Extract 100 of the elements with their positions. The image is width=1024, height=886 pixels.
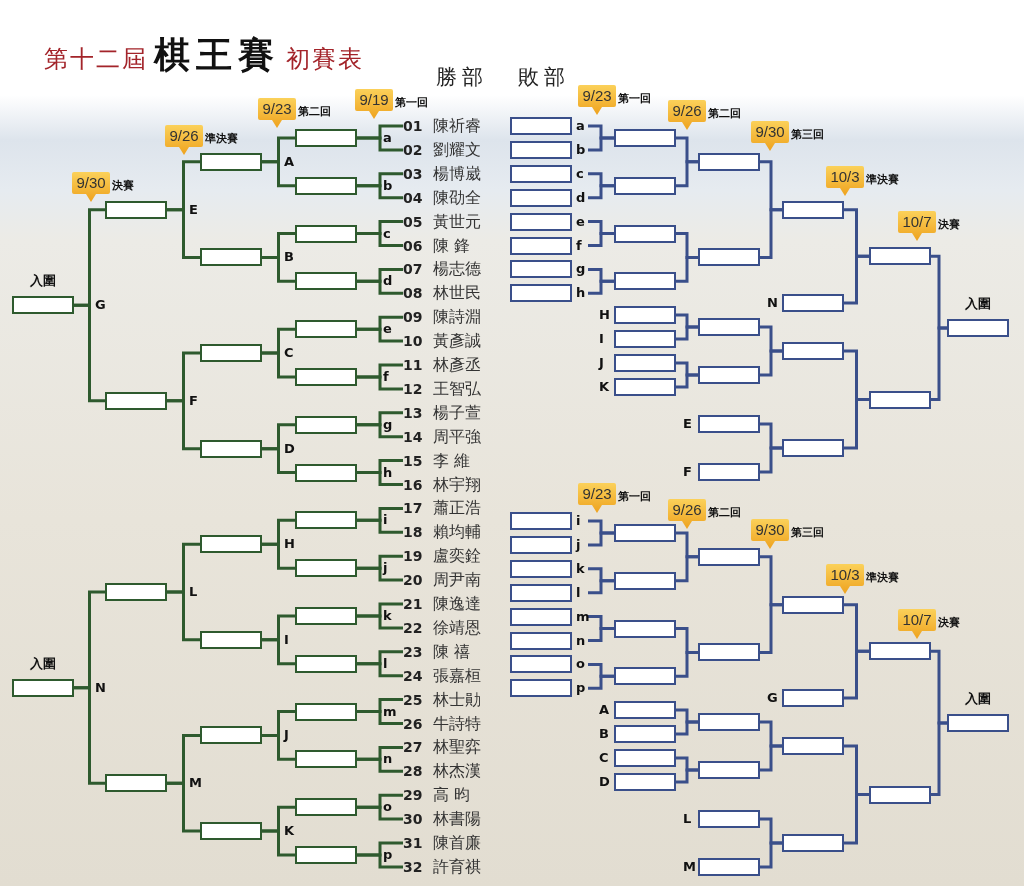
bracket-line <box>676 255 698 283</box>
match-letter: E <box>189 201 198 218</box>
bracket-box <box>698 643 760 662</box>
bracket-line <box>357 232 403 247</box>
match-letter: o <box>576 656 585 673</box>
bracket-box <box>200 535 262 554</box>
match-letter: M <box>683 859 696 875</box>
match-letter: H <box>599 307 610 323</box>
bracket-box <box>295 559 357 578</box>
bracket-box <box>698 713 760 731</box>
bracket-line <box>588 279 614 295</box>
match-letter: G <box>95 297 106 314</box>
player-name: 21 陳逸達 <box>403 594 481 614</box>
bracket-line <box>931 326 947 401</box>
player-name: 31 陳首廉 <box>403 833 481 853</box>
title: 第十二屆棋王賽初賽表 <box>44 34 364 77</box>
match-letter: e <box>576 213 585 230</box>
bracket-box <box>698 366 760 384</box>
bracket-box <box>869 247 931 266</box>
bracket-line <box>167 208 200 259</box>
player-name: 04 陳劭全 <box>403 187 481 208</box>
match-letter: G <box>767 690 778 706</box>
bracket-line <box>262 542 295 570</box>
bracket-line <box>357 614 403 630</box>
match-letter: k <box>576 560 585 577</box>
match-letter: i <box>576 513 581 529</box>
bracket-box <box>200 822 262 841</box>
player-name: 14 周平強 <box>403 426 481 447</box>
bracket-line <box>74 303 105 403</box>
match-letter: F <box>189 392 198 409</box>
bracket-box <box>782 342 844 360</box>
player-name: 18 賴均輔 <box>403 522 481 543</box>
date-tag: 9/30 <box>751 519 789 549</box>
player-name: 01 陳祈睿 <box>403 116 481 136</box>
bracket-line <box>676 555 698 583</box>
bracket-line <box>357 184 403 200</box>
player-name: 12 王智弘 <box>403 378 481 399</box>
match-letter: d <box>576 189 586 206</box>
round-label: 第三回 <box>791 526 824 540</box>
match-letter: b <box>383 177 393 194</box>
match-letter: h <box>383 464 393 481</box>
match-letter: H <box>284 536 295 553</box>
bracket-line <box>262 447 295 475</box>
player-name: 16 林宇翔 <box>403 474 481 495</box>
date-tag: 10/7 <box>898 211 936 241</box>
player-name: 24 張嘉桓 <box>403 665 481 686</box>
match-letter: D <box>284 440 295 457</box>
bracket-line <box>167 781 200 833</box>
match-letter: f <box>383 368 389 385</box>
player-name: 28 林杰漢 <box>403 761 481 782</box>
round-label: 決賽 <box>938 218 960 232</box>
qualifier-label: 入圍 <box>29 272 57 291</box>
match-letter: L <box>189 584 198 601</box>
match-letter: o <box>383 799 392 816</box>
bracket-line <box>262 638 295 666</box>
qualifier-label: 入圍 <box>964 689 992 708</box>
match-letter: J <box>284 727 289 744</box>
bracket-line <box>262 351 295 379</box>
bracket-line <box>357 710 403 725</box>
player-name: 07 楊志德 <box>403 259 481 280</box>
match-letter: M <box>189 775 202 792</box>
bracket-line <box>74 686 105 785</box>
player-name: 03 楊博崴 <box>403 163 481 184</box>
bracket-box <box>295 272 357 291</box>
match-letter: A <box>284 153 295 170</box>
bracket-line <box>760 349 782 377</box>
match-letter: I <box>284 631 289 648</box>
bracket-line <box>844 793 869 845</box>
player-name: 08 林世民 <box>403 283 481 304</box>
bracket-box <box>782 737 844 755</box>
bracket-line <box>676 160 698 188</box>
player-name: 13 楊子萱 <box>403 402 481 423</box>
round-label: 決賽 <box>938 616 960 630</box>
round-label: 第一回 <box>618 490 651 504</box>
bracket-box <box>698 318 760 336</box>
bracket-box <box>869 642 931 661</box>
match-letter: l <box>383 655 388 672</box>
bracket-box <box>200 726 262 745</box>
player-name: 23 陳 禧 <box>403 641 470 662</box>
match-letter: j <box>576 536 581 553</box>
bracket-line <box>676 325 698 341</box>
player-name: 20 周尹南 <box>403 570 481 591</box>
bracket-line <box>760 841 782 869</box>
match-letter: K <box>284 823 295 840</box>
bracket-line <box>357 136 403 152</box>
match-letter: f <box>576 237 582 254</box>
match-letter: A <box>599 702 610 718</box>
player-name: 11 林彥丞 <box>403 355 481 375</box>
player-name: 26 牛詩特 <box>403 713 481 734</box>
match-letter: F <box>683 464 692 480</box>
date-tag: 9/19 <box>355 89 393 119</box>
player-name: 30 林書陽 <box>403 809 481 830</box>
date-tag: 9/26 <box>668 499 706 529</box>
date-tag: 10/7 <box>898 609 936 639</box>
bracket-line <box>357 327 403 343</box>
bracket-line <box>760 744 782 772</box>
bracket-line <box>262 829 295 857</box>
match-letter: n <box>383 751 393 768</box>
qualifier-label: 入圍 <box>29 654 57 673</box>
player-name: 22 徐靖恩 <box>403 617 481 638</box>
